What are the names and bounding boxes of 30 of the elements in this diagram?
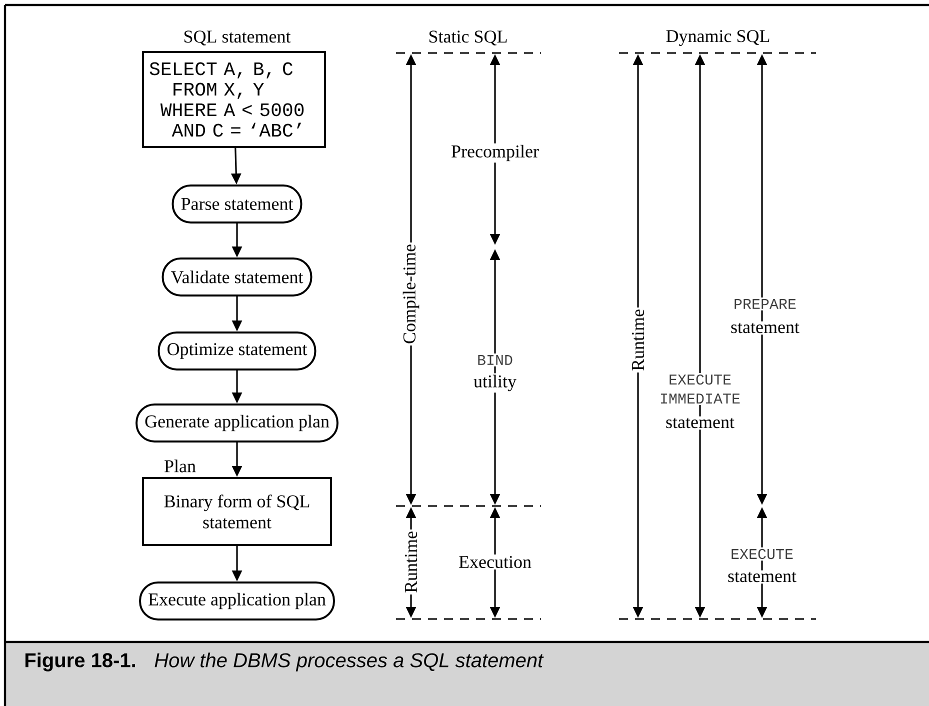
- span-label: EXECUTE IMMEDIATE: [648, 372, 752, 406]
- span-label: EXECUTE: [729, 547, 795, 561]
- span-label: Execution: [457, 554, 533, 570]
- node-label: SELECT A, B, C: [150, 62, 293, 78]
- process-step: Parse statement: [172, 184, 302, 224]
- figure-number: Figure 18-1.: [25, 652, 135, 672]
- process-step: Execute application plan: [139, 582, 335, 620]
- caption: How the DBMS processes a SQL statement: [154, 652, 544, 672]
- span-label: PREPARE: [732, 298, 798, 310]
- column-heading: Static SQL: [429, 30, 507, 46]
- span-label: statement: [726, 570, 798, 584]
- span-label: Runtime: [403, 530, 419, 594]
- process-step: Optimize statement: [158, 332, 316, 370]
- span-label: Compile-time: [401, 242, 421, 346]
- node-label: AND C = ‘ABC’: [172, 122, 302, 137]
- process-step: Generate application plan: [136, 404, 338, 442]
- span-label: BIND: [476, 354, 514, 366]
- code-box: SELECT A, B, C FROM X, Y WHERE A < 5000 AND C = ‘ABC’: [142, 51, 326, 148]
- span-label: utility: [472, 373, 518, 393]
- plan-label: Plan: [164, 460, 196, 472]
- process-step: Validate statement: [162, 258, 312, 296]
- column-heading: Dynamic SQL: [666, 30, 770, 46]
- box-heading: SQL statement: [184, 30, 291, 46]
- process-box: Binary form of SQL statement: [142, 477, 332, 546]
- node-label: FROM X, Y: [174, 82, 264, 99]
- span-label: statement: [664, 416, 736, 430]
- span-label: Precompiler: [450, 143, 540, 163]
- span-label: statement: [729, 321, 801, 335]
- node-label: WHERE A < 5000: [160, 103, 304, 116]
- span-label: Runtime: [630, 308, 646, 372]
